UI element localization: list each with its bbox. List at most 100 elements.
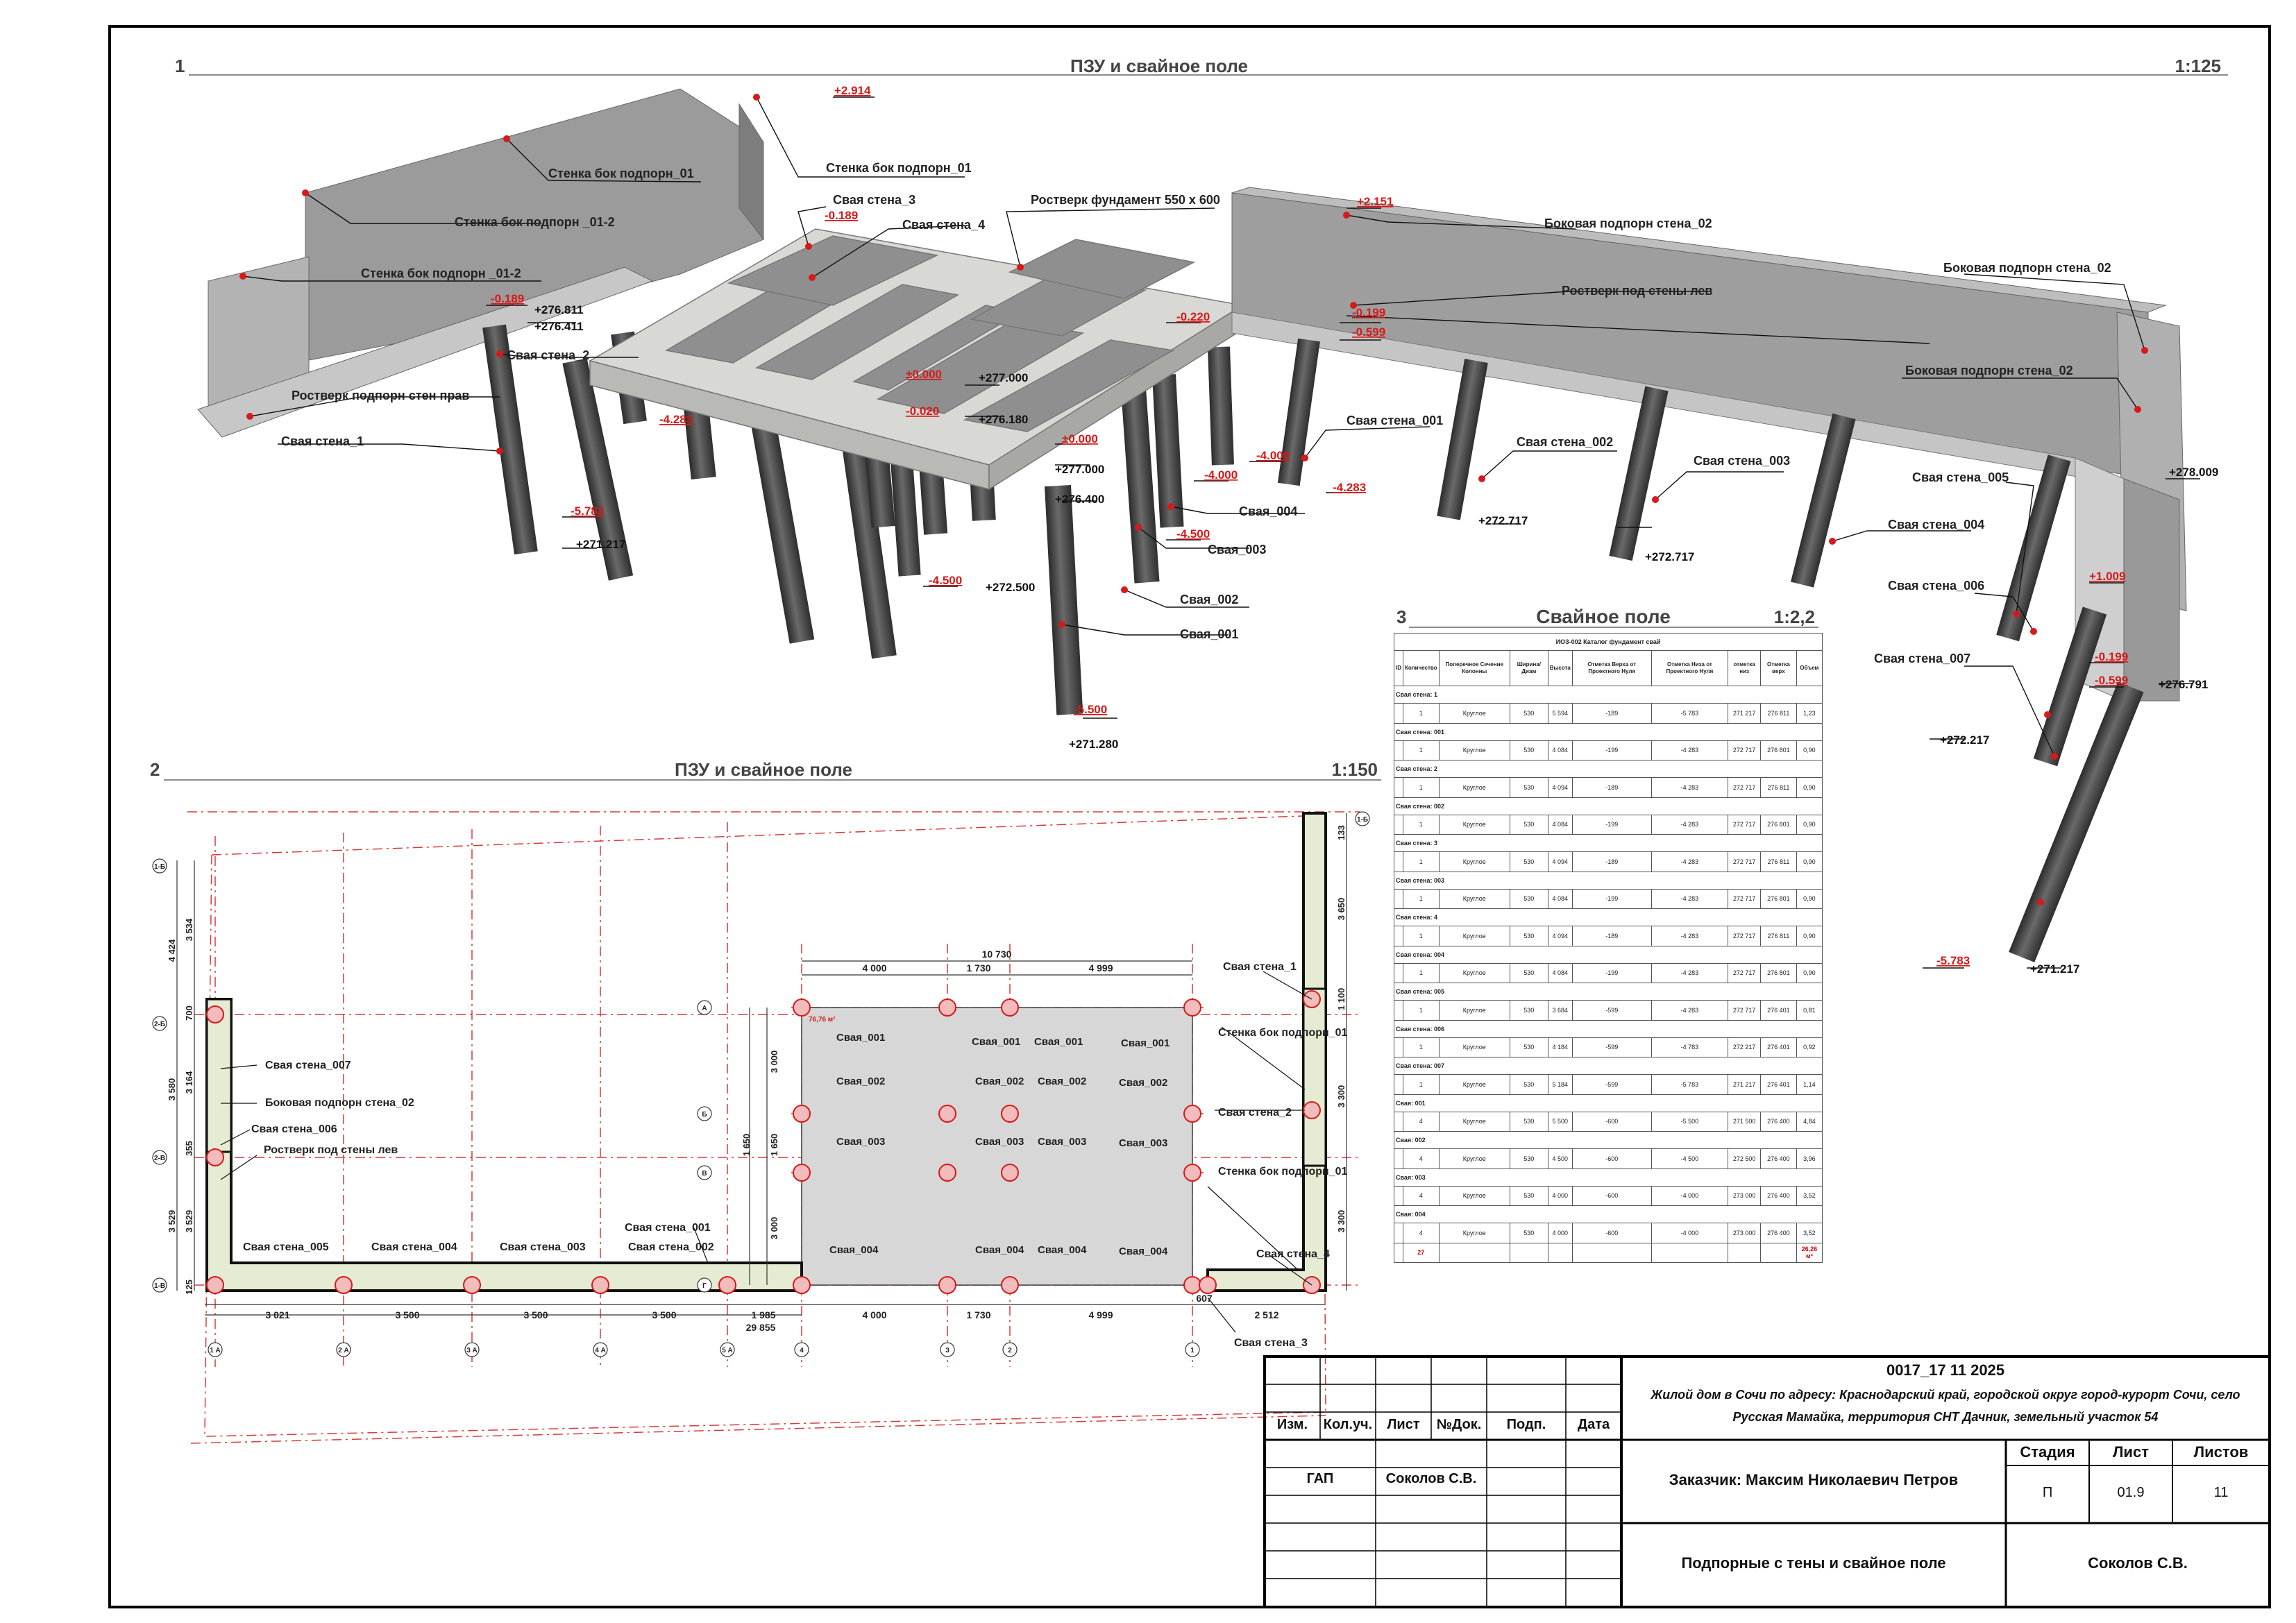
table-total-cell: [1509, 1242, 1548, 1263]
plan-dim: 1 730: [966, 1309, 990, 1320]
iso-red-level: -4.500: [929, 574, 962, 587]
table-cell: 1: [1403, 703, 1440, 724]
table-group-name: Свая стена: 001: [1394, 722, 1823, 741]
iso-elevation: +277.000: [1055, 463, 1104, 476]
wall-left-back: [305, 88, 764, 362]
pile: [1045, 485, 1083, 715]
plan-dim: 607: [1196, 1293, 1213, 1304]
table-header-cell: Ширина/ Диам: [1509, 650, 1548, 686]
table-cell: Круглое: [1438, 962, 1510, 983]
table-cell: 4 094: [1547, 851, 1573, 872]
plan-pile-label: Свая_002: [1119, 1077, 1167, 1089]
axis-label: 2-Б: [154, 1021, 165, 1028]
table-cell: 276 401: [1760, 1000, 1797, 1021]
plan-dim: 3 529: [167, 1210, 177, 1233]
axis-label: 2 А: [338, 1347, 349, 1354]
plan-label: Свая стена_006: [251, 1123, 337, 1135]
tb-drawing-name: Подпорные с тены и свайное поле: [1681, 1554, 1946, 1572]
tb-col-podp: Подп.: [1506, 1417, 1546, 1432]
axis-label: 4 А: [595, 1347, 606, 1354]
table-cell: 4 184: [1547, 1037, 1573, 1057]
plan-dim: 3 300: [1336, 1085, 1347, 1108]
table-cell: 276 400: [1760, 1223, 1797, 1243]
table-cell: 4: [1403, 1223, 1440, 1243]
table-cell: -4 283: [1651, 962, 1729, 983]
wall-right-return-face: [2123, 478, 2180, 702]
plan-wall-right-top: [1302, 987, 1327, 1167]
table-cell: 273 000: [1728, 1223, 1762, 1243]
plan-dim: 3 000: [769, 1217, 779, 1240]
table-cell: 530: [1509, 1074, 1548, 1095]
table-cell: 271 500: [1728, 1111, 1762, 1132]
table-cell: Круглое: [1438, 1111, 1510, 1132]
table-total-cell: [1547, 1242, 1573, 1263]
table-cell: [1394, 814, 1403, 835]
pile: [1121, 387, 1160, 584]
table-cell: Круглое: [1438, 740, 1510, 760]
pile: [2009, 681, 2144, 962]
table-cell: [1394, 1000, 1403, 1021]
plan-dim: 29 855: [746, 1322, 776, 1333]
iso-elevation: +272.500: [986, 581, 1035, 594]
table-cell: 272 717: [1728, 740, 1762, 760]
plan-label: Свая стена_005: [243, 1241, 329, 1253]
tb-code: 0017_17 11 2025: [1886, 1361, 2005, 1379]
plan-pile-label: Свая_002: [975, 1076, 1024, 1087]
iso-label: Свая_004: [1239, 504, 1297, 518]
table-cell: Круглое: [1438, 777, 1510, 798]
iso-elevation: +271.217: [2030, 962, 2079, 976]
tb-col-izm: Изм.: [1276, 1417, 1308, 1432]
table-cell: 0,90: [1796, 851, 1823, 872]
iso-elevation: +272.717: [1645, 550, 1694, 563]
table-group-name: Свая: 003: [1394, 1168, 1823, 1187]
table-cell: 271 217: [1728, 703, 1762, 724]
table-cell: 4 000: [1547, 1223, 1573, 1243]
iso-label: Стенка бок подпорн_01: [826, 161, 972, 175]
plan-dim: 4 000: [862, 1309, 886, 1320]
table-cell: 4 084: [1547, 814, 1573, 835]
table-cell: 0,90: [1796, 888, 1823, 909]
iso-label: Свая стена_3: [833, 193, 915, 207]
plan-dim: 4 424: [167, 939, 177, 962]
iso-elevation: +276.811: [534, 303, 583, 316]
plan-dim: 4 999: [1088, 962, 1113, 974]
table-header-cell: Отметка Низа от Проектного Нуля: [1651, 650, 1729, 686]
table-header-cell: Высота: [1547, 650, 1573, 686]
table-cell: [1394, 1074, 1403, 1095]
table-cell: 5 500: [1547, 1111, 1573, 1132]
table-header-cell: Отметка Верха от Проектного Нуля: [1571, 650, 1652, 686]
table-total-cell: [1760, 1242, 1797, 1263]
plan-pile-label: Свая_003: [975, 1136, 1024, 1148]
table-cell: -189: [1571, 851, 1652, 872]
table-cell: -4 500: [1651, 1148, 1729, 1169]
table-header-cell: Объем: [1796, 650, 1823, 686]
iso-elevation: +276.400: [1055, 493, 1104, 506]
table-cell: 530: [1509, 1037, 1548, 1057]
iso-red-level: -0.599: [1352, 325, 1385, 339]
pile: [1791, 413, 1856, 588]
plan-wall-left-top: [205, 998, 233, 1153]
pile: [1208, 346, 1234, 466]
iso-red-level: -4.000: [1204, 468, 1238, 482]
table-cell: 276 801: [1760, 814, 1797, 835]
table-cell: 530: [1509, 1185, 1548, 1206]
table-cell: 4 094: [1547, 777, 1573, 798]
table-group-name: Свая стена: 005: [1394, 983, 1823, 1001]
table-cell: Круглое: [1438, 1148, 1510, 1169]
iso-label: Ростверк под стены лев: [1562, 284, 1712, 298]
iso-label: Боковая подпорн стена_02: [1905, 364, 2073, 377]
view-2-title: ПЗУ и свайное поле: [675, 759, 852, 780]
table-cell: 276 401: [1760, 1037, 1797, 1057]
plan-label: Свая стена_3: [1234, 1337, 1308, 1349]
plan-pile-label: Свая_004: [829, 1244, 879, 1256]
view-3-title: Свайное поле: [1536, 606, 1671, 627]
table-cell: 5 184: [1547, 1074, 1573, 1095]
table-cell: 276 811: [1760, 926, 1797, 946]
tb-customer: Заказчик: Максим Николаевич Петров: [1669, 1471, 1959, 1488]
table-cell: -4 000: [1651, 1223, 1729, 1243]
table-cell: 1,14: [1796, 1074, 1823, 1095]
